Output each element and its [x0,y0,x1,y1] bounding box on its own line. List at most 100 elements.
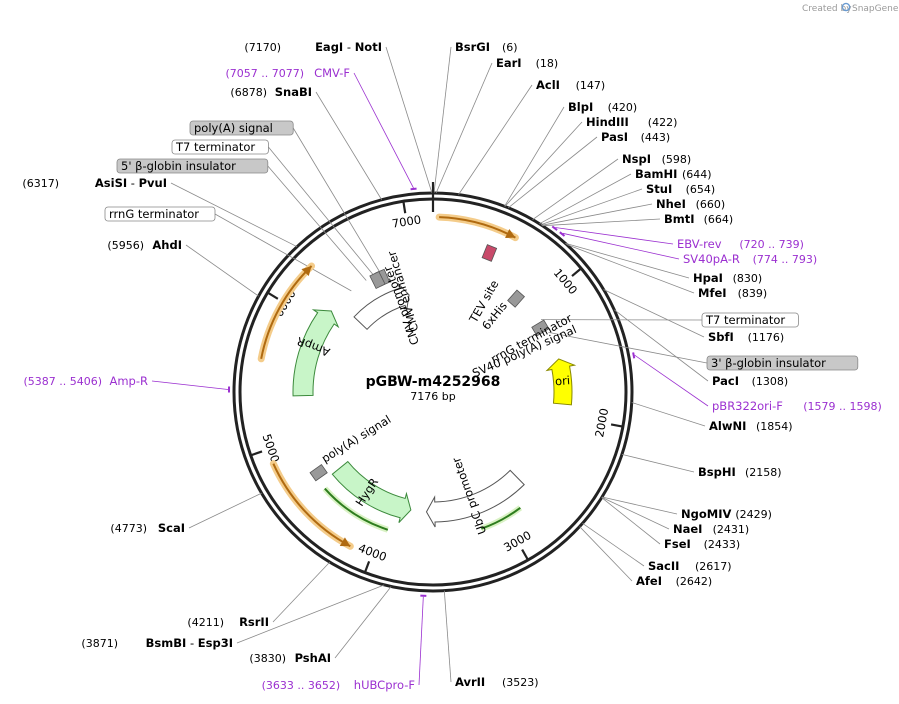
enzyme-name: NheI [656,197,686,211]
enzyme-position: (1176) [748,331,785,344]
enzyme-name: BmtI [664,212,695,226]
enzyme-position: (3523) [502,676,539,689]
enzyme-name: RsrII [239,615,269,629]
enzyme-position: (1308) [752,375,789,388]
feature-ori: ori [554,373,570,388]
enzyme-position: (2158) [745,466,782,479]
enzyme-site: SbfI(1176) [708,330,784,344]
hygr-arrow [331,460,412,523]
tev-site-mark [481,244,498,262]
tick-label: 2000 [592,407,611,438]
primer-mark [559,231,566,237]
enzyme-site: BmtI(664) [664,212,733,226]
enzyme-position: (2642) [676,575,713,588]
enzyme-position: (2431) [713,523,750,536]
primer-range: (774 .. 793) [753,253,818,266]
hygr-orf-line [322,486,389,533]
enzyme-name: StuI [646,182,672,196]
enzyme-name-2: Esp3I [198,636,233,650]
plasmid-size: 7176 bp [410,390,455,403]
primer-range: (5387 .. 5406) [23,375,102,388]
snapgene-logo-icon [841,2,851,12]
feature-box-text: 3' β-globin insulator [711,356,826,370]
tick-mark [521,548,529,560]
enzyme-name-1: BsmBI [146,636,187,650]
primer-mark [632,352,636,359]
tick-label: 3000 [501,528,533,555]
ampr-arrow [292,309,340,397]
enzyme-position: (2433) [704,538,741,551]
plasmid-center: pGBW-m4252968 7176 bp [366,374,501,403]
enzyme-name: AsiSI - PvuI [95,176,167,190]
enzyme-site: SnaBI(6878) [230,85,312,99]
feature-box-text: poly(A) signal [194,121,273,135]
tick-mark [402,202,407,214]
enzyme-site: HpaI(830) [693,271,762,285]
primer-name: SV40pA-R [683,252,740,266]
enzyme-site: AhdI (5956) [107,238,182,252]
enzyme-position: (2429) [735,508,772,521]
enzyme-name: AlwNI [709,419,746,433]
enzyme-site: FseI(2433) [664,537,740,551]
enzyme-site: AvrII (3523) [455,675,539,689]
enzyme-site: BamHI(644) [635,167,712,181]
enzyme-name: PasI [601,130,628,144]
enzyme-position: (839) [738,287,768,300]
enzyme-name: EarI [496,56,522,70]
enzyme-site: StuI (654) [646,182,715,196]
enzyme-site: AsiSI - PvuI (6317) [22,176,167,190]
enzyme-name: BamHI [635,167,677,181]
enzyme-name: HpaI [693,271,723,285]
enzyme-name: AhdI [152,238,182,252]
enzyme-name: BlpI [568,100,593,114]
feature-box-label: T7 terminator [171,139,269,155]
enzyme-name: ScaI [158,521,185,535]
enzyme-site: MfeI(839) [698,286,767,300]
tick-mark [251,450,263,457]
primer-name: CMV-F [314,66,350,80]
tick-label: 5000 [260,432,283,464]
enzyme-site: AclI(147) [536,78,605,92]
primer-name: hUBCpro-F [354,678,415,692]
enzyme-site: AfeI(2642) [636,574,712,588]
orf-arc-bottom-left [269,460,354,550]
ori-arrow [545,358,577,406]
enzyme-site: BsmBI - Esp3I(3871) [81,636,233,650]
orf-arc-top [435,213,519,242]
primer-label: CMV-F(7057 .. 7077) [225,66,350,80]
cmv-promoter-arrow [353,283,410,331]
enzyme-position: (654) [686,183,716,196]
ubc-orf-line [480,505,523,532]
enzyme-name: SnaBI [275,85,312,99]
primer-name: pBR322ori-F [712,399,783,413]
enzyme-name: EagI - NotI [315,40,382,54]
primer-mark [551,225,558,231]
enzyme-site: BlpI(420) [568,100,637,114]
enzyme-name: NgoMIV [681,507,731,521]
enzyme-position: (6317) [22,177,59,190]
enzyme-position: (5956) [107,239,144,252]
feature-box-label: T7 terminator [701,312,799,328]
orf-arc-left [257,262,316,363]
enzyme-position: (4211) [187,616,224,629]
enzyme-site: RsrII (4211) [187,615,269,629]
tick-mark [610,423,623,428]
primer-label: Amp-R(5387 .. 5406) [23,374,148,388]
tick-mark [571,268,582,277]
tick-mark [364,560,371,573]
feature-box-label: rrnG terminator [104,206,216,222]
snapgene-credit: Created by SnapGene [802,2,899,14]
label-layer: EagI - NotI(7170)BsrGI(6)EarI(18)AclI(14… [22,40,881,692]
enzyme-separator: - [343,40,354,54]
enzyme-name: AvrII [455,675,485,689]
enzyme-site: HindIII(422) [586,115,677,129]
enzyme-position: (2617) [695,560,732,573]
enzyme-name: SacII [648,559,679,573]
enzyme-position: (660) [696,198,726,211]
primer-label: hUBCpro-F(3633 .. 3652) [262,678,415,692]
enzyme-position: (1854) [756,420,793,433]
enzyme-site: NgoMIV (2429) [681,507,772,521]
enzyme-site: BsrGI(6) [455,40,518,54]
terminator-box [369,270,386,290]
